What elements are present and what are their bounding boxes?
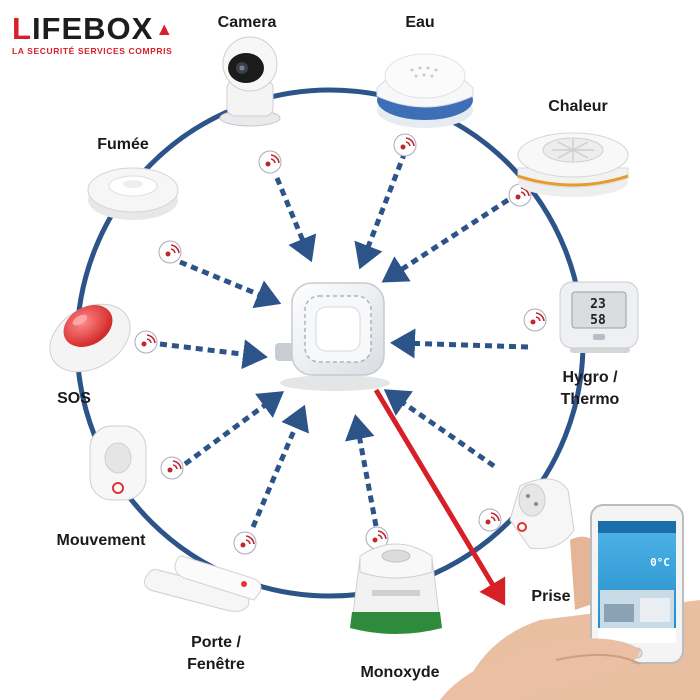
label-camera: Camera xyxy=(217,14,277,31)
arrow-monoxyde xyxy=(345,414,379,527)
signal-badge-icon xyxy=(158,240,182,264)
arrow-eau xyxy=(354,151,408,270)
signal-badge-icon xyxy=(160,456,184,480)
label-prise: Prise xyxy=(531,588,571,605)
co-detector-icon xyxy=(350,543,442,634)
hub-device-icon xyxy=(275,282,390,391)
label-sos: SOS xyxy=(57,390,91,407)
arrow-hygro xyxy=(390,328,529,359)
signal-badge-icon xyxy=(393,133,417,157)
signal-badge-icon xyxy=(233,531,257,555)
logo-rest: IFEBOX xyxy=(31,11,154,46)
lifebox-logo: LIFEBOX▲ LA SECURITÉ SERVICES COMPRIS xyxy=(12,11,202,62)
warning-triangle-icon: ▲ xyxy=(155,19,175,39)
arrow-sos xyxy=(159,339,268,370)
signal-badge-icon xyxy=(365,526,389,550)
arrow-chaleur xyxy=(381,197,510,283)
label-mouvement: Mouvement xyxy=(56,532,146,549)
smartphone-icon: 0°C xyxy=(440,504,700,700)
label-porte-fenetre: Porte / Fenêtre xyxy=(187,634,245,673)
heat-sensor-icon xyxy=(517,132,629,197)
arrow-to-phone xyxy=(373,388,506,606)
signal-badge-icon xyxy=(258,150,282,174)
smart-plug-icon xyxy=(509,478,575,550)
label-fumee: Fumée xyxy=(97,136,149,153)
door-sensor-icon xyxy=(144,555,262,612)
signal-badge-icon xyxy=(478,508,502,532)
arrow-camera xyxy=(274,177,317,263)
thermo-temp: 23 xyxy=(590,297,606,312)
water-sensor-icon xyxy=(376,53,474,128)
arrow-prise xyxy=(383,389,496,469)
smoke-detector-icon xyxy=(87,167,179,220)
signal-arrows xyxy=(159,151,529,528)
arrow-fumee xyxy=(179,259,282,309)
arrow-mouvement xyxy=(183,391,285,467)
signal-badge-icon xyxy=(134,330,158,354)
logo-tagline: LA SECURITÉ SERVICES COMPRIS xyxy=(12,46,173,56)
thermo-humidity: 58 xyxy=(590,313,606,328)
label-chaleur: Chaleur xyxy=(548,98,608,115)
logo-letter: L xyxy=(12,11,32,46)
logo-wordmark: LIFEBOX▲ xyxy=(12,11,202,46)
camera-device-icon xyxy=(219,36,281,127)
label-hygro-thermo: Hygro / Thermo xyxy=(560,369,620,408)
signal-badge-icon xyxy=(523,308,547,332)
label-eau: Eau xyxy=(405,14,435,31)
phone-temperature: 0°C xyxy=(650,556,670,569)
hygro-thermo-icon: 23 58 xyxy=(559,281,639,353)
arrow-porte xyxy=(250,404,309,528)
motion-sensor-icon xyxy=(89,425,147,501)
sos-button-icon xyxy=(49,303,131,373)
label-monoxyde: Monoxyde xyxy=(360,664,440,681)
